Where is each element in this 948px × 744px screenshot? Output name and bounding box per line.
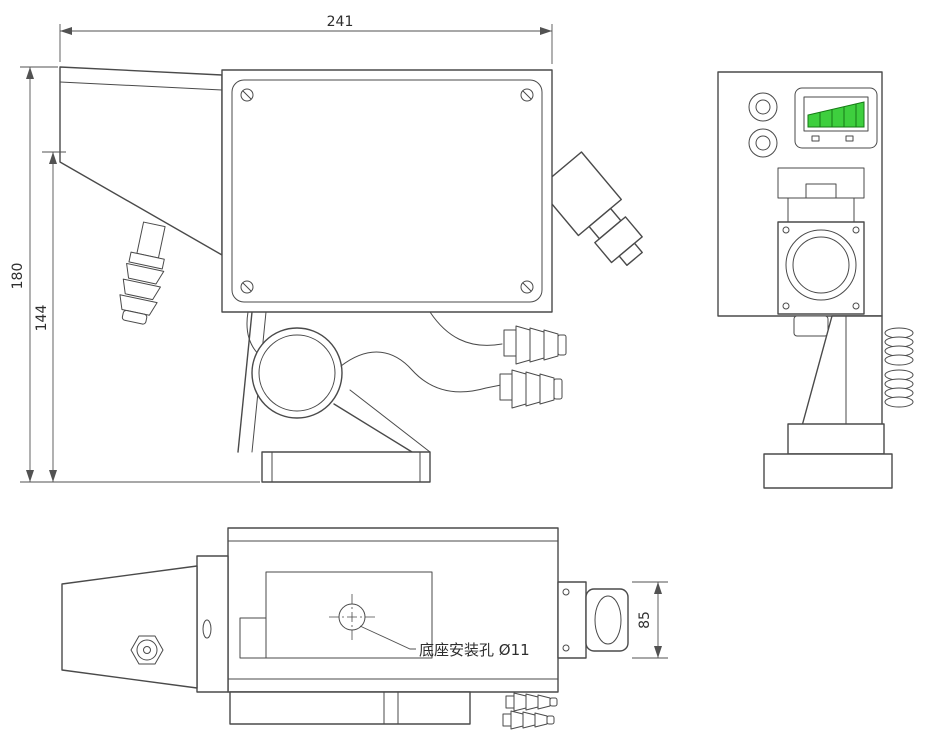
screw-icon <box>852 302 860 310</box>
pivot-boss <box>793 315 829 337</box>
lens-horn <box>59 66 223 256</box>
front-base <box>763 423 893 489</box>
outlet-barb-lower <box>499 369 563 409</box>
angled-connector <box>537 151 643 266</box>
dim-height-inner: 144 <box>34 151 66 482</box>
dim-height-overall-label: 180 <box>10 263 26 290</box>
label-plate-notch <box>805 183 837 199</box>
pivot-clamp-inner <box>258 334 336 412</box>
angled-connector-pin <box>618 242 643 266</box>
lens-horn-top <box>61 565 198 689</box>
indicator-buttons <box>748 92 778 158</box>
screw-icon <box>562 644 570 652</box>
mounting-hole-callout: 底座安装孔 Ø11 <box>359 625 530 659</box>
cable-exit <box>239 617 267 659</box>
connector-flange <box>557 581 587 659</box>
dim-depth-label: 85 <box>637 611 653 629</box>
cover-screws <box>240 88 534 294</box>
connector-ring-inner <box>792 236 850 294</box>
mounting-plate <box>265 571 433 659</box>
arrowhead <box>654 582 662 594</box>
screw-icon <box>782 226 790 234</box>
battery-display <box>794 87 878 149</box>
dim-width-label: 241 <box>327 14 354 30</box>
arrowhead <box>540 27 552 35</box>
arrowhead <box>60 27 72 35</box>
flange-slot <box>202 619 212 639</box>
dim-height-inner-label: 144 <box>34 305 50 332</box>
screw-icon <box>562 588 570 596</box>
screw-icon <box>782 302 790 310</box>
mounting-hole-label: 底座安装孔 Ø11 <box>419 641 530 659</box>
top-connector <box>557 581 629 659</box>
top-view: 底座安装孔 Ø11 <box>61 527 629 730</box>
horn-flange-plate <box>196 555 229 693</box>
main-housing-cover <box>231 79 543 303</box>
front-barb-stack-upper <box>884 327 914 366</box>
screw-icon <box>852 226 860 234</box>
pivot-bracket <box>237 311 431 483</box>
tube-curve-upper <box>429 311 503 346</box>
hex-fitting <box>130 635 164 665</box>
front-connector <box>777 221 865 315</box>
connector-face <box>594 595 622 645</box>
arrowhead <box>49 470 57 482</box>
leader-line <box>359 625 416 650</box>
base-plate-front <box>763 453 893 489</box>
tube-curve-lower <box>340 351 507 393</box>
top-under-section <box>229 691 471 725</box>
arrowhead <box>26 67 34 79</box>
dim-width: 241 <box>59 14 553 64</box>
arrowhead <box>49 152 57 164</box>
front-barb-stack-lower <box>884 369 914 408</box>
dim-depth: 85 <box>632 581 668 659</box>
base-plate-side <box>261 451 431 483</box>
base-block <box>787 423 885 455</box>
hose-barb-left <box>119 221 166 325</box>
top-barb-lower <box>502 710 555 730</box>
side-view <box>59 66 643 483</box>
front-view <box>717 71 914 489</box>
arrowhead <box>654 646 662 658</box>
dim-height-overall: 180 <box>10 66 260 483</box>
lens-horn-inner-line <box>59 81 223 91</box>
front-bracket <box>793 315 883 427</box>
battery-level-indicator <box>807 101 865 128</box>
display-dot <box>811 135 820 142</box>
top-barb-upper <box>505 692 558 712</box>
arrowhead <box>26 470 34 482</box>
display-dot <box>845 135 854 142</box>
outlet-barb-upper <box>503 325 567 365</box>
